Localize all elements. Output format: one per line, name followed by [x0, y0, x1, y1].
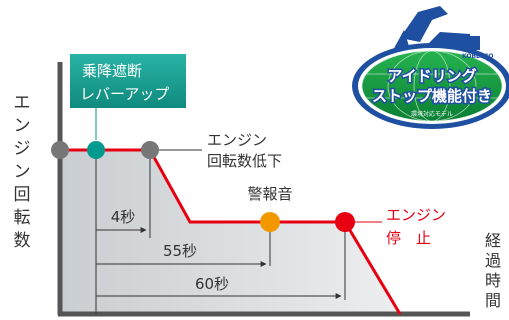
rpm-down-point — [141, 141, 159, 159]
alarm-label: 警報音 — [247, 185, 292, 203]
y-axis-char: ジ — [14, 139, 31, 159]
y-axis-char: 回 — [14, 185, 31, 205]
lever-up-callout-line1: 乗降遮断 — [82, 62, 142, 80]
x-axis-char: 時 — [485, 271, 501, 290]
x-axis-char: 過 — [485, 251, 501, 270]
x-axis-label: 経 過 時 間 — [485, 231, 501, 310]
idling-stop-badge: KOBELCO アイドリング ストップ機能付き 環境対応モデル — [352, 6, 509, 129]
badge-line1: アイドリング — [387, 67, 476, 85]
engine-stop-point — [335, 212, 355, 232]
rpm-area — [60, 150, 400, 314]
interval-55s-label: 55秒 — [163, 242, 197, 260]
lever-up-callout — [70, 54, 186, 108]
engine-stop-label-line1: エンジン — [386, 206, 446, 224]
interval-60s-label: 60秒 — [195, 275, 229, 293]
rpm-curve — [60, 148, 402, 315]
start-point — [51, 141, 69, 159]
y-axis-char: 転 — [14, 208, 31, 228]
y-axis-char: ン — [14, 116, 31, 136]
alarm-point — [260, 212, 280, 232]
badge-brand: KOBELCO — [462, 53, 493, 60]
badge-sub: 環境対応モデル — [411, 110, 453, 118]
y-axis-char: ン — [14, 162, 31, 182]
engine-stop-label-line2: 停 止 — [386, 229, 431, 247]
lever-up-point — [87, 141, 105, 159]
x-axis-char: 間 — [485, 291, 501, 310]
lever-up-callout-line2: レバーアップ — [80, 85, 169, 103]
badge-line2: ストップ機能付き — [372, 87, 492, 105]
y-axis-label: エ ン ジ ン 回 転 数 — [14, 93, 31, 251]
y-axis-char: 数 — [14, 231, 31, 251]
interval-4s-label: 4秒 — [111, 208, 136, 226]
rpm-down-label-line1: エンジン — [207, 131, 267, 149]
x-axis-char: 経 — [485, 231, 501, 250]
rpm-down-label-line2: 回転数低下 — [207, 152, 282, 170]
y-axis-char: エ — [14, 93, 31, 113]
